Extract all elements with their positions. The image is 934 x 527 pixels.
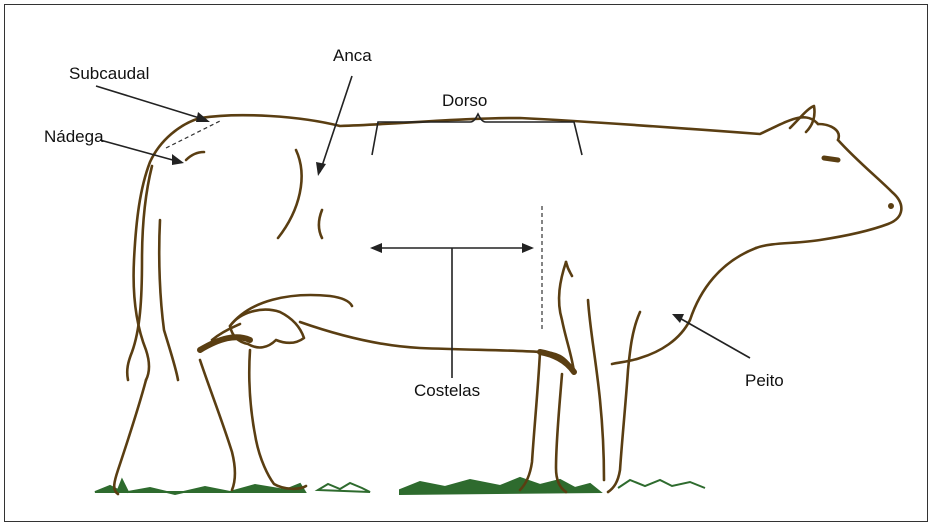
label-anca: Anca — [333, 47, 372, 64]
label-subcaudal: Subcaudal — [69, 65, 149, 82]
cow-outline — [114, 106, 901, 494]
arrowheads — [172, 112, 684, 323]
label-peito: Peito — [745, 372, 784, 389]
label-costelas: Costelas — [414, 382, 480, 399]
label-dorso: Dorso — [442, 92, 487, 109]
label-nadega: Nádega — [44, 128, 104, 145]
dashed-markers — [166, 120, 542, 332]
